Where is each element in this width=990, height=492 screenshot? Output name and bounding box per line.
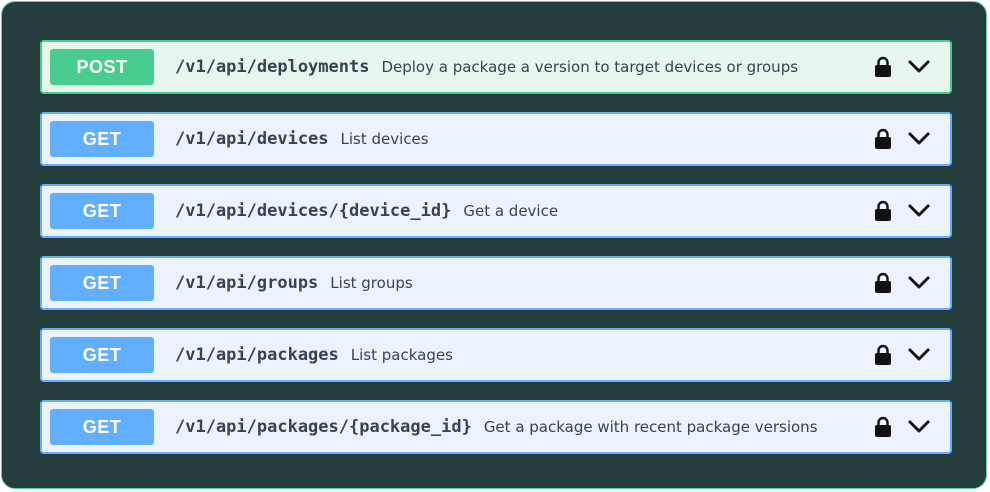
endpoint-path: /v1/api/packages/{package_id} (175, 417, 472, 437)
operation-row-get-packages[interactable]: GET /v1/api/packages List packages (40, 328, 952, 382)
lock-icon[interactable] (874, 128, 892, 150)
operation-row-get-package-by-id[interactable]: GET /v1/api/packages/{package_id} Get a … (40, 400, 952, 454)
operation-row-post-deployments[interactable]: POST /v1/api/deployments Deploy a packag… (40, 40, 952, 94)
chevron-down-icon[interactable] (908, 348, 930, 362)
method-badge: GET (50, 409, 154, 445)
endpoint-path: /v1/api/devices (175, 129, 329, 149)
endpoint-summary: Get a package with recent package versio… (483, 418, 818, 436)
endpoint-path: /v1/api/deployments (175, 57, 370, 77)
endpoint-summary: Deploy a package a version to target dev… (381, 58, 799, 76)
method-badge: GET (50, 121, 154, 157)
lock-icon[interactable] (874, 200, 892, 222)
operation-list: POST /v1/api/deployments Deploy a packag… (40, 40, 952, 472)
method-badge: GET (50, 265, 154, 301)
operation-row-get-devices[interactable]: GET /v1/api/devices List devices (40, 112, 952, 166)
method-badge: POST (50, 49, 154, 85)
chevron-down-icon[interactable] (908, 60, 930, 74)
chevron-down-icon[interactable] (908, 132, 930, 146)
endpoint-summary: List groups (330, 274, 413, 292)
endpoint-summary: List packages (350, 346, 453, 364)
endpoint-path: /v1/api/groups (175, 273, 319, 293)
method-badge: GET (50, 337, 154, 373)
endpoint-path: /v1/api/devices/{device_id} (175, 201, 452, 221)
lock-icon[interactable] (874, 56, 892, 78)
endpoint-summary: List devices (340, 130, 429, 148)
lock-icon[interactable] (874, 272, 892, 294)
operation-row-get-device-by-id[interactable]: GET /v1/api/devices/{device_id} Get a de… (40, 184, 952, 238)
lock-icon[interactable] (874, 344, 892, 366)
endpoint-summary: Get a device (463, 202, 559, 220)
lock-icon[interactable] (874, 416, 892, 438)
endpoint-path: /v1/api/packages (175, 345, 339, 365)
operation-row-get-groups[interactable]: GET /v1/api/groups List groups (40, 256, 952, 310)
chevron-down-icon[interactable] (908, 204, 930, 218)
chevron-down-icon[interactable] (908, 276, 930, 290)
chevron-down-icon[interactable] (908, 420, 930, 434)
method-badge: GET (50, 193, 154, 229)
